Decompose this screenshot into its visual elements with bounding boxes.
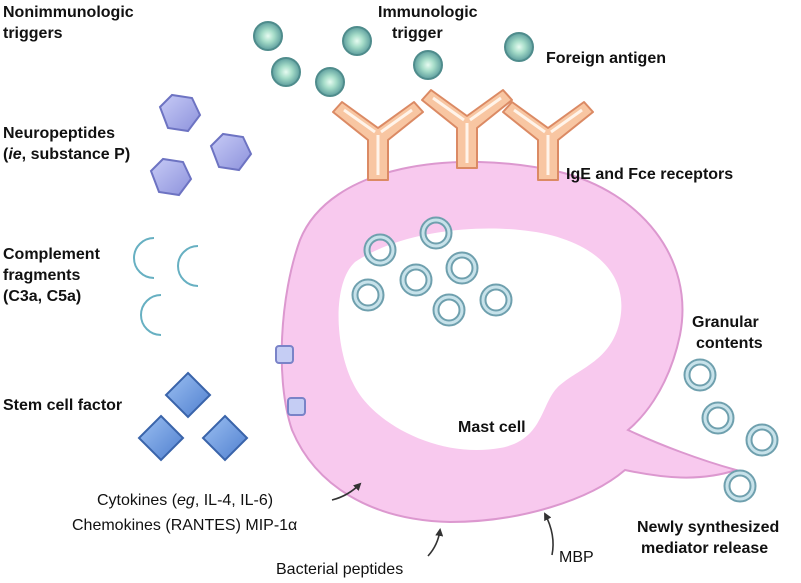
ige-receptor-1	[332, 101, 424, 181]
foreign-antigen-label: Foreign antigen	[546, 50, 666, 67]
immunologic-label-line2: trigger	[392, 25, 443, 42]
antigen-icon	[342, 26, 372, 56]
antigen-icon	[315, 67, 345, 97]
stem-cell-factor-diamond-icon	[164, 371, 212, 419]
neuropeptide-hexagon-icon	[209, 132, 253, 172]
nonimmunologic-label-line2: triggers	[3, 25, 63, 42]
neuropeptides-rest: , substance P)	[21, 146, 131, 163]
complement-crescent-icon	[140, 294, 162, 336]
antigen-icon	[413, 50, 443, 80]
released-granule-ring-inner	[685, 360, 777, 501]
stem-cell-factor-label: Stem cell factor	[3, 397, 123, 414]
mast-cell-nucleus	[338, 228, 622, 451]
granular-contents-label-line2: contents	[696, 335, 763, 352]
granular-contents-label-line1: Granular	[692, 314, 759, 331]
complement-label-line1: Complement	[3, 246, 100, 263]
bacterial-peptides-label: Bacterial peptides	[276, 561, 404, 578]
cytokines-eg: eg	[177, 492, 195, 509]
mbp-arrow	[544, 512, 554, 556]
cytokines-label: Cytokines (eg, IL-4, IL-6)	[97, 491, 273, 510]
membrane-receptor-square	[287, 397, 306, 416]
stem-cell-factor-diamond-icon	[201, 414, 249, 462]
granule-ring-inner	[353, 218, 511, 325]
antigen-icon	[504, 32, 534, 62]
mast-cell-label: Mast cell	[458, 419, 526, 436]
complement-crescent-icon	[133, 237, 155, 279]
chemokines-label: Chemokines (RANTES) MIP-1α	[72, 517, 298, 534]
bacterial-peptides-arrow	[427, 528, 444, 557]
antigen-icon	[271, 57, 301, 87]
neuropeptides-label-line1: Neuropeptides	[3, 125, 116, 142]
cytokines-arrow	[331, 482, 362, 501]
ige-receptor-2	[421, 89, 513, 169]
stem-cell-factor-diamond-icon	[137, 414, 185, 462]
antigen-icon	[253, 21, 283, 51]
neuropeptide-hexagon-icon	[158, 93, 202, 133]
nonimmunologic-label-line1: Nonimmunologic	[3, 4, 134, 21]
newly-synthesized-label-line1: Newly synthesized	[637, 519, 780, 536]
cytokines-pre: Cytokines (	[97, 492, 178, 509]
neuropeptide-hexagon-icon	[149, 157, 193, 197]
complement-label-line2: fragments	[3, 267, 81, 284]
neuropeptides-label-line2: (ie, substance P)	[3, 146, 131, 163]
ige-receptor-3	[502, 101, 594, 181]
complement-crescent-icon	[177, 245, 199, 287]
newly-synthesized-label-line2: mediator release	[641, 540, 769, 557]
neuropeptides-ie: ie	[8, 146, 22, 163]
cytokines-post: , IL-4, IL-6)	[194, 492, 274, 509]
immunologic-label-line1: Immunologic	[378, 4, 478, 21]
membrane-receptor-square	[275, 345, 294, 364]
complement-label-line3: (C3a, C5a)	[3, 288, 82, 305]
mbp-label: MBP	[559, 549, 594, 566]
ige-receptors-label: IgE and Fce receptors	[566, 166, 734, 183]
